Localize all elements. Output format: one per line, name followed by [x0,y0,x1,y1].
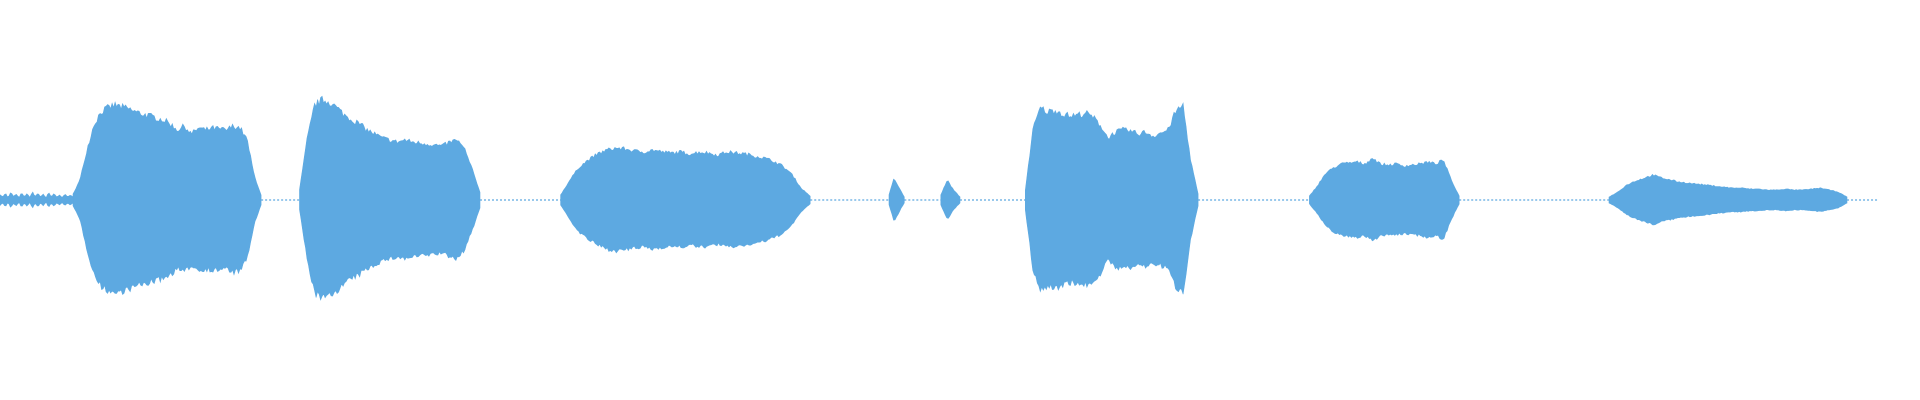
waveform-segment [1025,102,1199,295]
waveform-segment [1608,173,1848,226]
waveform-segment [72,101,262,296]
waveform-segment [560,146,811,254]
waveform-segment [0,191,74,209]
waveform-segment [1309,158,1460,242]
waveform-segment [299,95,481,301]
waveform-segment [940,180,961,219]
waveform-segment [888,178,905,221]
